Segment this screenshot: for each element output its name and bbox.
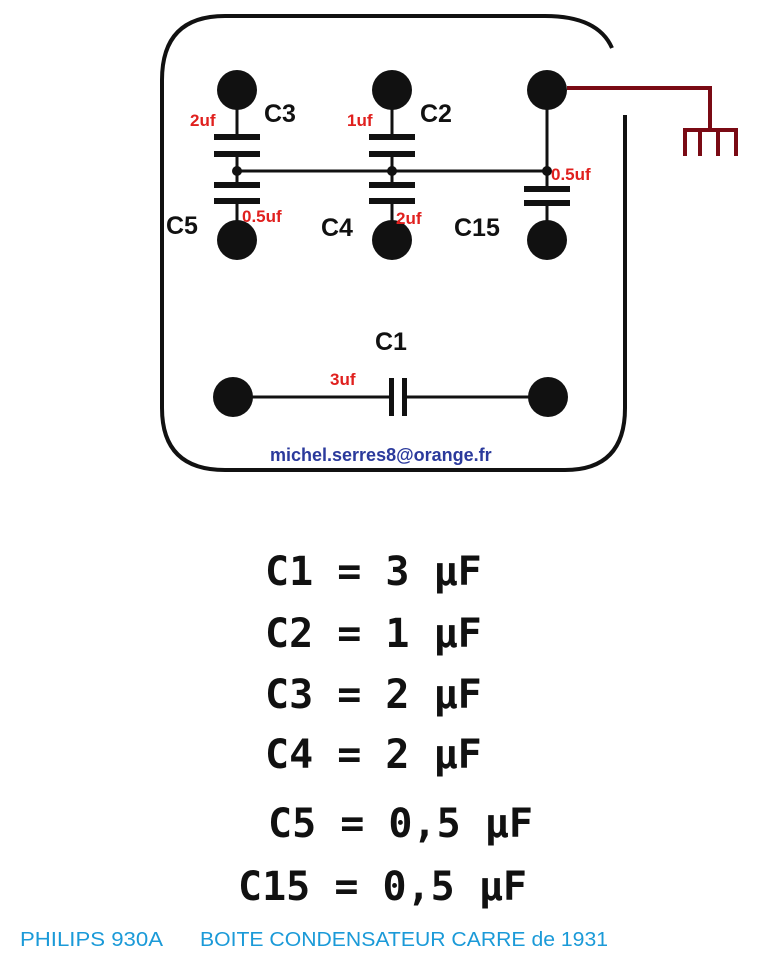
label-c2: C2 — [420, 100, 452, 128]
terminal — [527, 220, 567, 260]
equation-c2: C2 = 1 µF — [265, 611, 482, 657]
capacitor-plates — [214, 134, 570, 416]
value-c15: 0.5uf — [551, 165, 591, 184]
terminal — [527, 70, 567, 110]
label-c4: C4 — [321, 214, 353, 242]
terminal — [372, 70, 412, 110]
terminal — [217, 70, 257, 110]
footer-model: PHILIPS 930A — [20, 929, 164, 951]
terminal — [213, 377, 253, 417]
box-outline — [160, 14, 627, 472]
terminals — [213, 70, 568, 417]
label-c1: C1 — [375, 328, 407, 356]
ground-icon — [567, 86, 738, 156]
value-c5: 0.5uf — [242, 207, 282, 226]
equation-c5: C5 = 0,5 µF — [268, 801, 533, 847]
terminal — [372, 220, 412, 260]
terminal — [528, 377, 568, 417]
equation-c1: C1 = 3 µF — [265, 549, 482, 595]
label-c3: C3 — [264, 100, 296, 128]
terminal — [217, 220, 257, 260]
value-c1: 3uf — [330, 370, 356, 389]
equation-c3: C3 = 2 µF — [265, 672, 482, 718]
value-c2: 1uf — [347, 111, 373, 130]
label-c5: C5 — [166, 212, 198, 240]
author-email: michel.serres8@orange.fr — [270, 445, 492, 465]
equation-c4: C4 = 2 µF — [265, 732, 482, 778]
label-c15: C15 — [454, 214, 500, 242]
value-c3: 2uf — [190, 111, 216, 130]
footer-description: BOITE CONDENSATEUR CARRE de 1931 — [200, 929, 608, 951]
equation-c15: C15 = 0,5 µF — [238, 864, 527, 910]
value-c4: 2uf — [396, 209, 422, 228]
